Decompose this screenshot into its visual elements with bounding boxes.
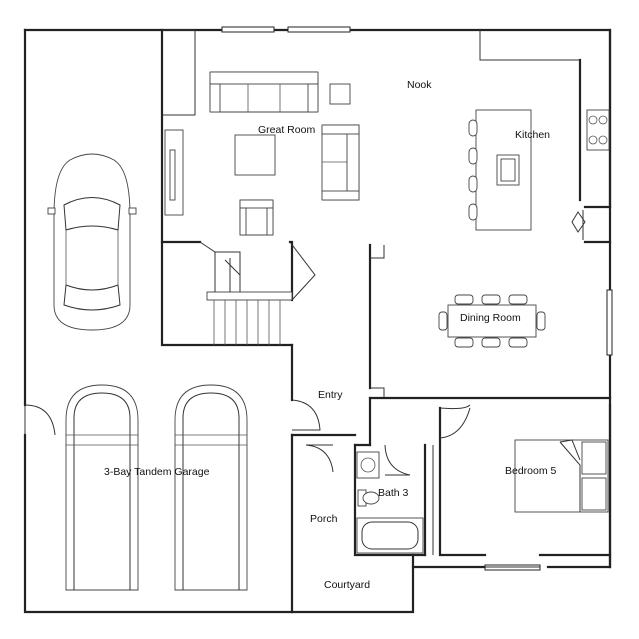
- dining-table: [438, 294, 546, 348]
- car-bottom-left: [65, 384, 139, 591]
- bath3-fixtures: [356, 451, 424, 554]
- car-bottom-right: [174, 384, 248, 591]
- room-labels: Nook Great Room Kitchen Dining Room Entr…: [104, 79, 557, 591]
- bedroom5-bed: [514, 439, 609, 513]
- label-dining-room: Dining Room: [460, 312, 521, 324]
- label-courtyard: Courtyard: [324, 579, 370, 591]
- stairs: [199, 241, 316, 345]
- label-bedroom5: Bedroom 5: [505, 465, 557, 477]
- walls: [23, 28, 612, 614]
- label-porch: Porch: [310, 513, 338, 525]
- car-top: [47, 153, 137, 331]
- stair-treads: [213, 300, 281, 345]
- label-nook: Nook: [407, 79, 432, 91]
- windows: [221, 26, 613, 571]
- label-bath3: Bath 3: [378, 487, 409, 499]
- doors: [24, 210, 586, 476]
- label-kitchen: Kitchen: [515, 129, 550, 141]
- great-room-furniture: [164, 71, 360, 236]
- label-garage: 3-Bay Tandem Garage: [104, 466, 210, 478]
- label-entry: Entry: [318, 389, 343, 401]
- kitchen-fixtures: [468, 109, 610, 231]
- label-great-room: Great Room: [258, 124, 315, 136]
- garage-cars: [47, 153, 248, 591]
